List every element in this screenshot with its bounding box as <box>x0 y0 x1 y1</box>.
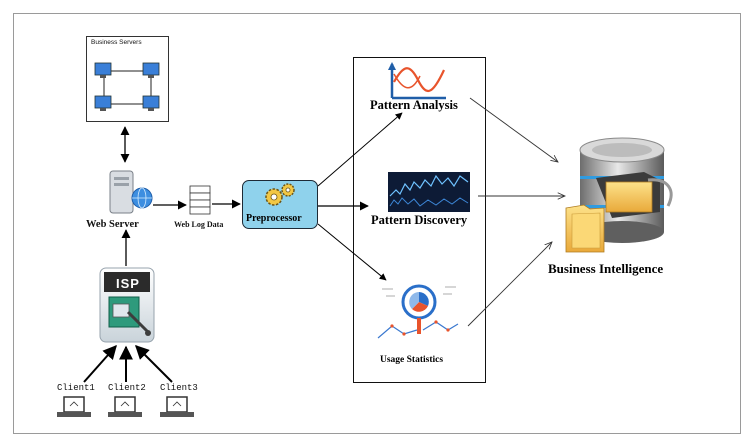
web-server-label: Web Server <box>86 219 139 230</box>
client-label: Client2 <box>108 383 146 393</box>
computer-icon <box>142 95 160 111</box>
preprocessor-usage-arrow <box>317 223 387 281</box>
client-label: Client1 <box>57 383 95 393</box>
laptop-icon <box>160 396 194 417</box>
gears-icon <box>265 183 295 206</box>
business-intelligence-label: Business Intelligence <box>548 261 664 276</box>
pattern-analysis-label: Pattern Analysis <box>370 98 458 112</box>
web-log-data-label: Web Log Data <box>174 220 224 229</box>
server-network <box>94 62 160 111</box>
business-servers-title: Business Servers <box>91 39 142 46</box>
isp-icon <box>99 267 155 343</box>
client1-isp-arrow <box>83 344 117 383</box>
computer-icon <box>142 62 160 78</box>
laptop-icon <box>108 396 142 417</box>
computer-icon <box>94 95 112 111</box>
preprocessor-analysis-arrow <box>317 112 403 187</box>
preprocessor-box <box>242 180 318 229</box>
analysis-bi-arrow <box>469 97 558 162</box>
web-server-icon <box>109 170 153 214</box>
document-stack-icon <box>189 185 211 215</box>
bar-chart-icon <box>388 172 470 212</box>
client3-isp-arrow <box>135 345 173 383</box>
pattern-discovery-label: Pattern Discovery <box>371 213 468 227</box>
usage-bi-arrow <box>467 242 552 327</box>
laptop-icon <box>57 396 91 417</box>
database-folder-icon <box>565 137 673 253</box>
wave-chart-icon <box>388 62 446 100</box>
preprocessor-label: Preprocessor <box>246 213 302 224</box>
client-label: Client3 <box>160 383 198 393</box>
magnifier-pie-icon <box>377 284 459 339</box>
usage-statistics-label: Usage Statistics <box>380 355 444 365</box>
isp-label: ISP <box>116 276 140 291</box>
computer-icon <box>94 62 112 78</box>
